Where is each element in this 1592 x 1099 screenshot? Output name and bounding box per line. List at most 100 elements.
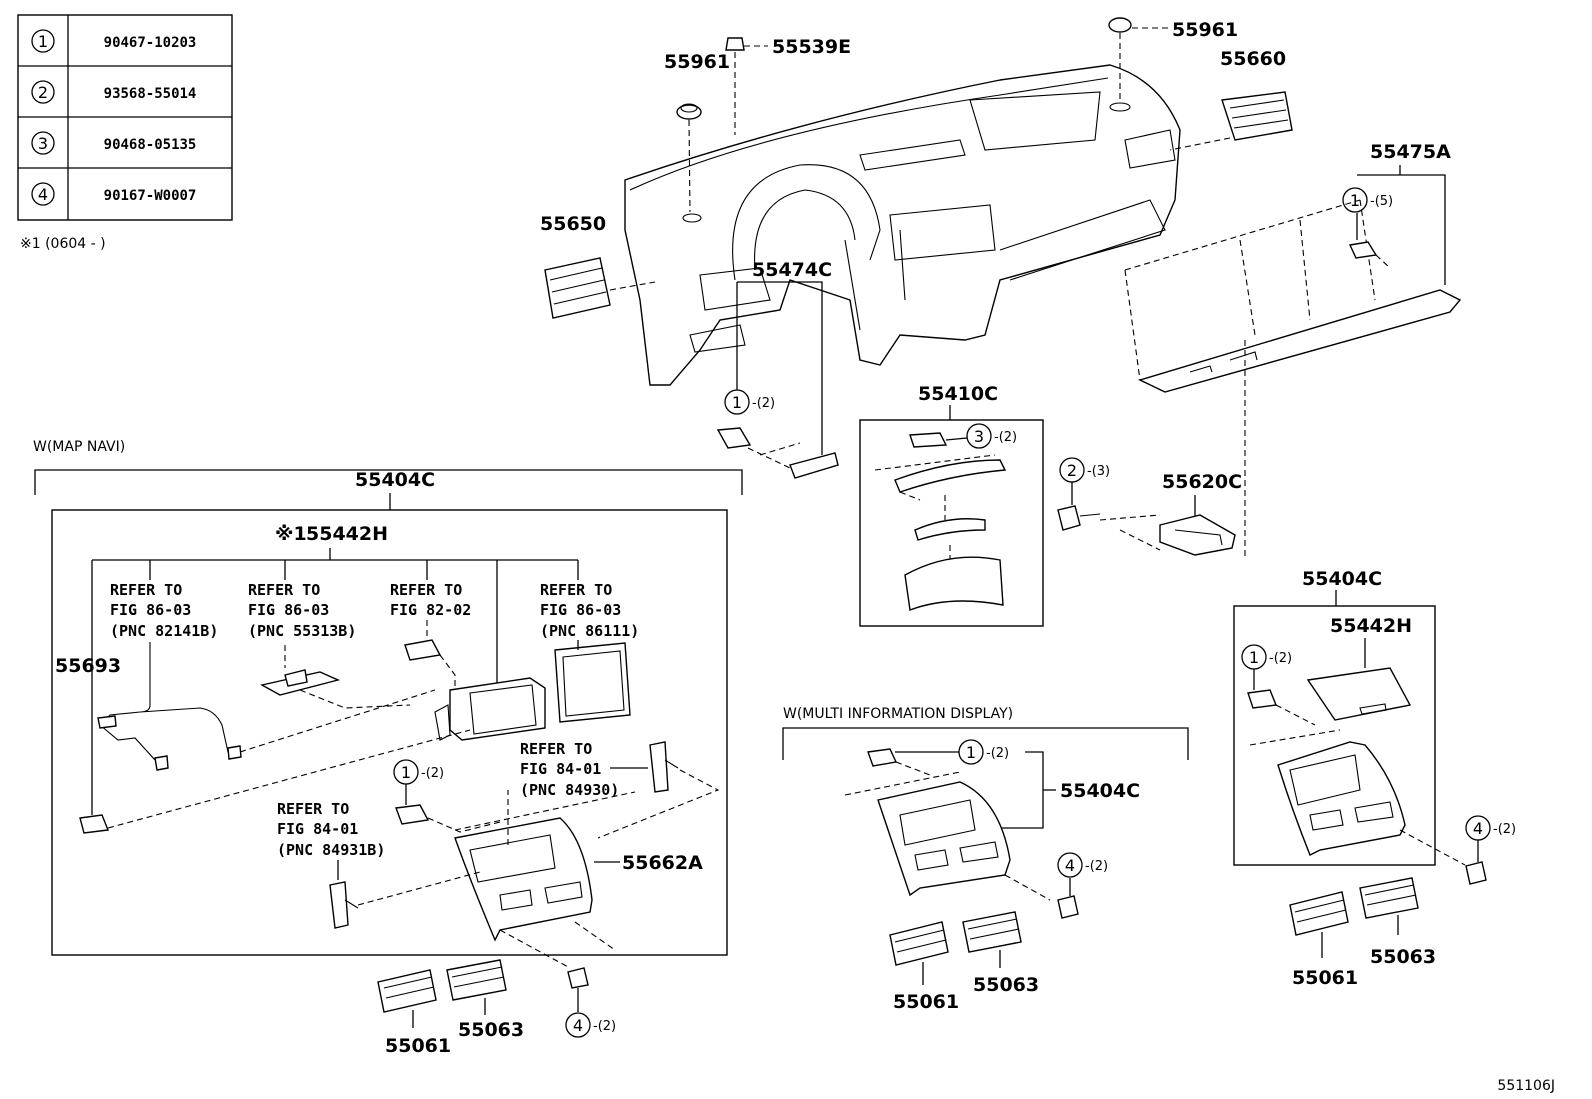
svg-text:-(2): -(2) [752,396,775,411]
legend-row-3: 3 90468-05135 [31,131,196,155]
callout-main-clip: 1 -(2) [393,759,444,785]
refer-block-3: REFER TO FIG 82-02 [390,581,471,619]
svg-text:-(2): -(2) [1493,822,1516,837]
part-55662a: 55662A [622,852,703,874]
circuit-board [260,669,341,696]
svg-text:-(5): -(5) [1370,194,1393,209]
part-55063-main: 55063 [458,1019,524,1041]
clip-mid [867,748,898,767]
svg-text:1: 1 [401,763,411,782]
callout-right-screw: 4 -(2) [1465,815,1516,841]
legend-num-4: 4 [38,185,48,204]
vent-55650 [544,257,611,319]
refer-block-2: REFER TO FIG 86-03 (PNC 55313B) [248,581,356,640]
part-55061-main: 55061 [385,1035,451,1057]
legend-row-2: 2 93568-55014 [31,80,197,104]
switch-82-02 [404,639,442,661]
callout-55474c: 1 -(2) [724,389,775,415]
clip-55693 [79,814,109,834]
part-55061-right: 55061 [1292,967,1358,989]
part-55474c: 55474C [752,259,832,281]
svg-text:REFER TO: REFER TO [248,581,320,599]
callout-main-screw: 4 -(2) [565,1012,616,1038]
part-55693: 55693 [55,655,121,677]
part-55404c-mid: 55404C [1060,780,1140,802]
refer-block-1: REFER TO FIG 86-03 (PNC 82141B) [110,581,218,640]
svg-text:REFER TO: REFER TO [540,581,612,599]
svg-text:-(2): -(2) [1269,651,1292,666]
svg-text:1: 1 [1249,648,1259,667]
legend-note: ※1 (0604 - ) [20,236,106,252]
bracket-84930 [649,741,679,793]
svg-text:FIG 82-02: FIG 82-02 [390,601,471,619]
part-55063-right: 55063 [1370,946,1436,968]
svg-text:FIG 86-03: FIG 86-03 [540,601,621,619]
svg-text:FIG 84-01: FIG 84-01 [520,760,601,778]
cap-55961-left [676,103,702,120]
part-55475a: 55475A [1370,141,1451,163]
part-55404c-main: 55404C [355,469,435,491]
svg-text:1: 1 [966,743,976,762]
instrument-panel-drawing [624,64,1181,386]
legend-table: 1 90467-10203 2 93568-55014 3 90468-0513… [17,14,233,221]
legend-num-1: 1 [38,32,48,51]
svg-text:-(2): -(2) [994,430,1017,445]
part-55961-right: 55961 [1172,19,1238,41]
svg-text:2: 2 [1067,461,1077,480]
svg-text:-(2): -(2) [986,746,1009,761]
section-label-map-navi: W(MAP NAVI) [33,439,125,455]
vent-55061-right [1289,891,1349,936]
bracket-55620c [1159,514,1236,556]
callout-55620c: 2 -(3) [1059,457,1110,483]
trim-55475a [1138,289,1462,393]
svg-text:REFER TO: REFER TO [390,581,462,599]
section-label-multi-info: W(MULTI INFORMATION DISPLAY) [783,706,1013,722]
screw-right [1465,840,1487,885]
svg-text:(PNC 82141B): (PNC 82141B) [110,622,218,640]
panel-55404c-right [1277,741,1406,856]
panel-55662a [454,817,593,942]
part-55410c: 55410C [918,383,998,405]
star-mark: ※1 [275,523,307,545]
svg-text:1: 1 [732,393,742,412]
panel-55404c-mid [877,781,1011,897]
svg-text:REFER TO: REFER TO [520,740,592,758]
callout-right-clip: 1 -(2) [1241,644,1292,670]
clip-55539e [725,37,745,51]
screw-55620c [1057,505,1101,531]
legend-code-4: 90167-W0007 [104,188,197,204]
svg-text:4: 4 [1473,819,1483,838]
refer-block-4: REFER TO FIG 86-03 (PNC 86111) [540,581,639,640]
display-unit [554,642,631,723]
screw-mid [1057,878,1079,919]
legend-row-4: 4 90167-W0007 [31,182,197,206]
screw-main [567,967,589,1012]
vent-55660 [1221,91,1293,141]
vent-55061-main [377,969,437,1013]
part-55961-left: 55961 [664,51,730,73]
bracket-55474c [789,452,839,479]
svg-text:1: 1 [1350,191,1360,210]
box-55404c-right [1233,605,1436,866]
clip-right [1247,689,1277,709]
legend-code-2: 93568-55014 [104,86,197,102]
callout-55410c: 3 -(2) [966,423,1017,449]
refer-block-5: REFER TO FIG 84-01 (PNC 84930) [520,740,619,799]
vent-55063-main [446,959,507,1001]
refer-block-6: REFER TO FIG 84-01 (PNC 84931B) [277,800,385,859]
svg-text:FIG 84-01: FIG 84-01 [277,820,358,838]
legend-num-3: 3 [38,134,48,153]
svg-text:4: 4 [1065,856,1075,875]
svg-text:(PNC 84931B): (PNC 84931B) [277,841,385,859]
legend-row-1: 1 90467-10203 [31,29,197,53]
vent-55063-mid [962,911,1022,953]
legend-code-1: 90467-10203 [104,35,197,51]
svg-text:-(3): -(3) [1087,464,1110,479]
figure-id: 551106J [1497,1078,1555,1094]
svg-text:FIG 86-03: FIG 86-03 [248,601,329,619]
part-55442h-right: 55442H [1330,615,1412,637]
callout-mid-clip: 1 -(2) [958,739,1009,765]
bezel-frame [434,677,546,741]
svg-text:REFER TO: REFER TO [277,800,349,818]
